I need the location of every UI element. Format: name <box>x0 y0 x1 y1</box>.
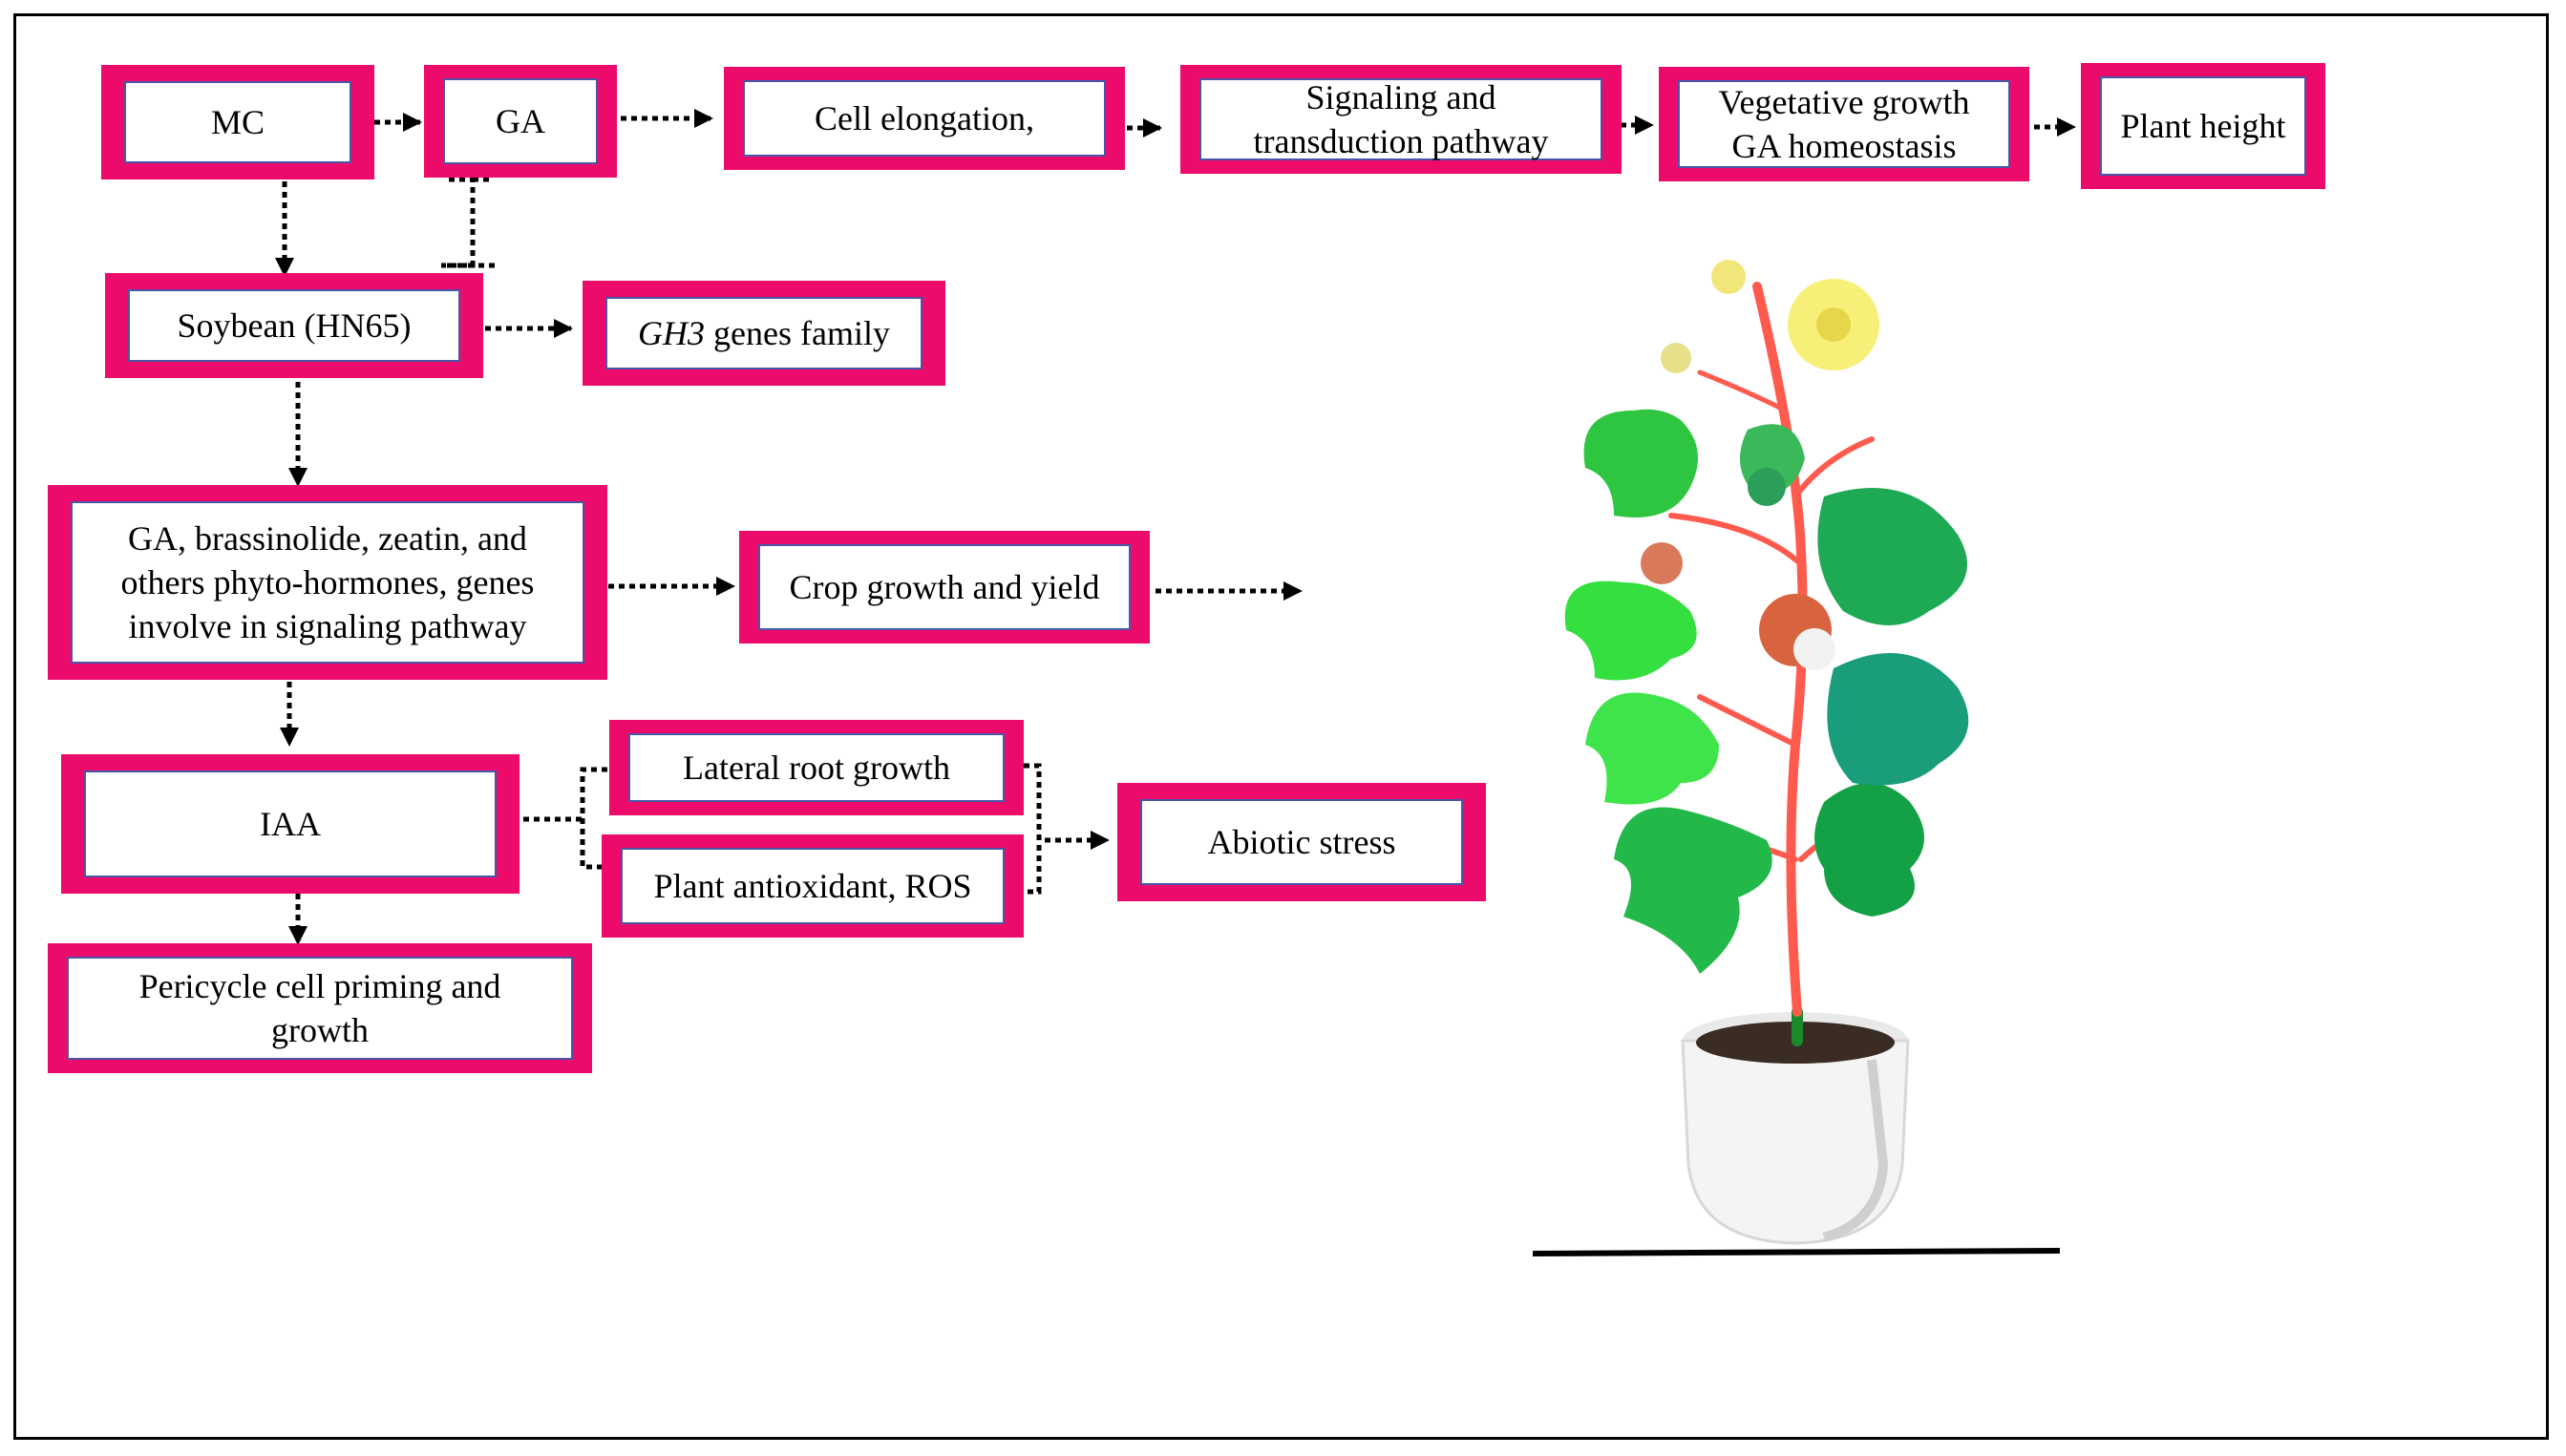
figure-border <box>13 13 2549 1440</box>
node-vegetative-label: Vegetative growth GA homeostasis <box>1678 80 2010 168</box>
hormones-line-2: others phyto-hormones, genes <box>120 563 535 601</box>
gh3-rest: genes family <box>705 314 890 352</box>
node-signaling: Signaling and transduction pathway <box>1180 65 1622 174</box>
node-iaa: IAA <box>61 754 520 894</box>
node-crop-growth: Crop growth and yield <box>739 531 1150 644</box>
hormones-line-1: GA, brassinolide, zeatin, and <box>128 519 527 558</box>
node-antioxidant: Plant antioxidant, ROS <box>602 834 1024 938</box>
node-signaling-label: Signaling and transduction pathway <box>1199 78 1602 160</box>
node-ga-label: GA <box>443 78 598 164</box>
vegetative-line-1: Vegetative growth <box>1718 83 1970 121</box>
node-antioxidant-label: Plant antioxidant, ROS <box>621 848 1005 924</box>
node-crop-growth-label: Crop growth and yield <box>758 544 1131 630</box>
node-iaa-label: IAA <box>84 770 497 877</box>
leaves-icon <box>1564 409 1969 974</box>
ground-line <box>1532 1248 2061 1256</box>
node-pericycle: Pericycle cell priming and growth <box>48 943 592 1073</box>
node-mc: MC <box>101 65 374 179</box>
pericycle-line-2: growth <box>271 1011 369 1049</box>
vegetative-line-2: GA homeostasis <box>1731 127 1957 165</box>
node-abiotic: Abiotic stress <box>1117 783 1486 901</box>
signaling-line-1: Signaling and <box>1305 78 1496 116</box>
flowers-icon <box>1641 260 1879 670</box>
node-abiotic-label: Abiotic stress <box>1140 799 1463 885</box>
cotton-plant-in-pot-icon <box>1564 260 1969 1245</box>
node-hormones-label: GA, brassinolide, zeatin, and others phy… <box>71 501 584 664</box>
node-cell-elongation: Cell elongation, <box>724 67 1125 170</box>
node-soybean-label: Soybean (HN65) <box>128 289 460 362</box>
node-cell-elongation-label: Cell elongation, <box>743 80 1106 157</box>
node-gh3-label: GH3 genes family <box>605 297 922 369</box>
node-pericycle-label: Pericycle cell priming and growth <box>67 957 573 1060</box>
node-mc-label: MC <box>124 81 351 163</box>
stress-bracket <box>1024 763 1042 895</box>
iaa-bracket <box>580 767 607 870</box>
node-lateral-root: Lateral root growth <box>609 720 1024 815</box>
node-ga: GA <box>424 65 617 178</box>
pericycle-line-1: Pericycle cell priming and <box>138 967 501 1005</box>
node-plant-height: Plant height <box>2081 63 2325 189</box>
signaling-line-2: transduction pathway <box>1253 122 1549 160</box>
node-plant-height-label: Plant height <box>2100 76 2306 176</box>
ga-bracket-line <box>441 177 495 268</box>
node-gh3: GH3 genes family <box>583 281 945 386</box>
gh3-italic: GH3 <box>638 314 706 352</box>
node-soybean: Soybean (HN65) <box>105 273 483 378</box>
node-lateral-root-label: Lateral root growth <box>628 733 1005 802</box>
node-hormones: GA, brassinolide, zeatin, and others phy… <box>48 485 607 680</box>
hormones-line-3: involve in signaling pathway <box>128 607 527 645</box>
node-vegetative: Vegetative growth GA homeostasis <box>1659 67 2029 181</box>
pot-icon <box>1681 1012 1910 1245</box>
